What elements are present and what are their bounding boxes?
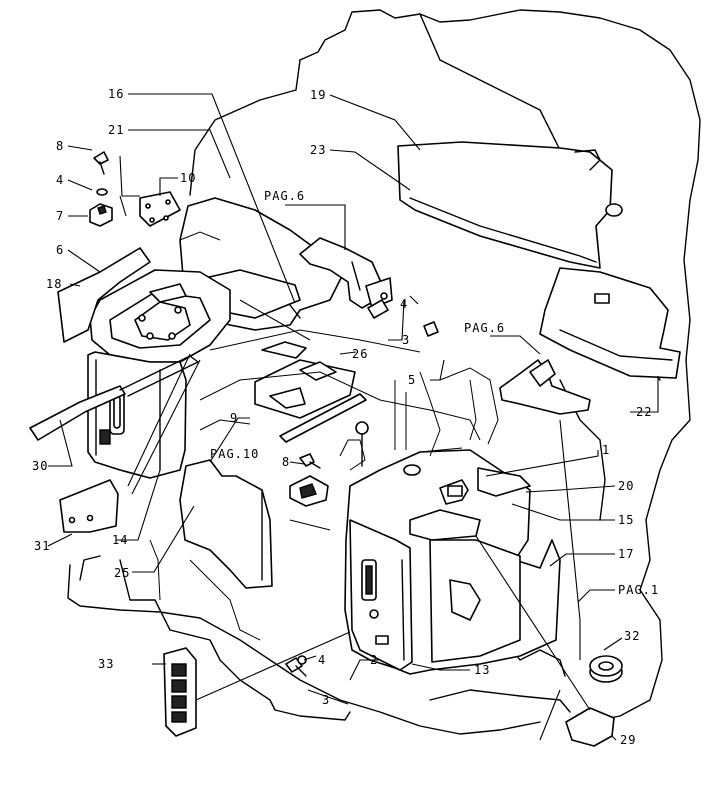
callout-9: 9 xyxy=(230,411,238,425)
bracket-pag6-right xyxy=(499,359,591,415)
callout-16: 16 xyxy=(108,87,124,101)
screw-3a-icon xyxy=(367,299,389,319)
screw-8a-icon xyxy=(93,151,109,175)
callout-23: 23 xyxy=(310,143,326,157)
side-panel-18 xyxy=(57,247,151,343)
top-panel-19 xyxy=(397,141,623,269)
callout-22: 22 xyxy=(636,405,652,419)
callout-8a: 8 xyxy=(56,139,64,153)
ring-32-icon xyxy=(589,655,623,683)
page-ref-pag6-upper: PAG.6 xyxy=(264,189,305,203)
callout-4a: 4 xyxy=(56,173,64,187)
console-base-6 xyxy=(89,269,231,363)
callout-20: 20 xyxy=(618,479,634,493)
callout-19: 19 xyxy=(310,88,326,102)
left-console-housing xyxy=(87,351,187,479)
switch-panel-33-icon xyxy=(163,647,197,737)
callout-2: 2 xyxy=(370,653,378,667)
page-ref-pag1: PAG.1 xyxy=(618,583,659,597)
bracket-pag6-upper xyxy=(299,237,393,309)
callout-10: 10 xyxy=(180,171,196,185)
callout-7: 7 xyxy=(56,209,64,223)
callout-1: 1 xyxy=(602,443,610,457)
page-ref-pag6-right: PAG.6 xyxy=(464,321,505,335)
callout-4c: 4 xyxy=(318,653,326,667)
pin-5-icon xyxy=(423,321,439,337)
ghost-outline-parts xyxy=(149,231,499,641)
callout-6: 6 xyxy=(56,243,64,257)
callout-18: 18 xyxy=(46,277,62,291)
switch-plate-26 xyxy=(254,341,356,419)
nut-7-icon xyxy=(89,203,113,227)
callout-4b: 4 xyxy=(400,297,408,311)
callout-labels: 16 21 8 4 10 7 6 18 19 23 PAG.6 4 26 3 5… xyxy=(32,87,659,747)
page-ref-pag10: PAG.10 xyxy=(210,447,259,461)
callout-32: 32 xyxy=(624,629,640,643)
callout-13: 13 xyxy=(474,663,490,677)
callout-21: 21 xyxy=(108,123,124,137)
callout-26: 26 xyxy=(352,347,368,361)
strip-9 xyxy=(279,393,367,443)
callout-3b: 3 xyxy=(322,693,330,707)
leader-lines xyxy=(47,93,659,741)
callout-17: 17 xyxy=(618,547,634,561)
board-25 xyxy=(179,459,273,589)
plate-10-icon xyxy=(139,191,181,227)
callout-29: 29 xyxy=(620,733,636,747)
callout-8b: 8 xyxy=(282,455,290,469)
callout-25: 25 xyxy=(114,566,130,580)
lever-knob-icon xyxy=(355,421,369,435)
hardware-parts xyxy=(89,151,623,747)
floor-panel-22 xyxy=(539,267,681,379)
washer-4c-icon xyxy=(297,655,307,665)
callout-14: 14 xyxy=(112,533,128,547)
callout-3a: 3 xyxy=(402,333,410,347)
callout-5: 5 xyxy=(408,373,416,387)
right-console-housing xyxy=(344,449,561,675)
screw-8b-icon xyxy=(299,453,321,469)
callout-30: 30 xyxy=(32,459,48,473)
bracket-31 xyxy=(59,479,119,533)
plate-29-icon xyxy=(565,707,615,747)
callout-31: 31 xyxy=(34,539,50,553)
callout-15: 15 xyxy=(618,513,634,527)
lever-30 xyxy=(29,355,199,441)
callout-33: 33 xyxy=(98,657,114,671)
washer-4a-icon xyxy=(96,188,108,196)
